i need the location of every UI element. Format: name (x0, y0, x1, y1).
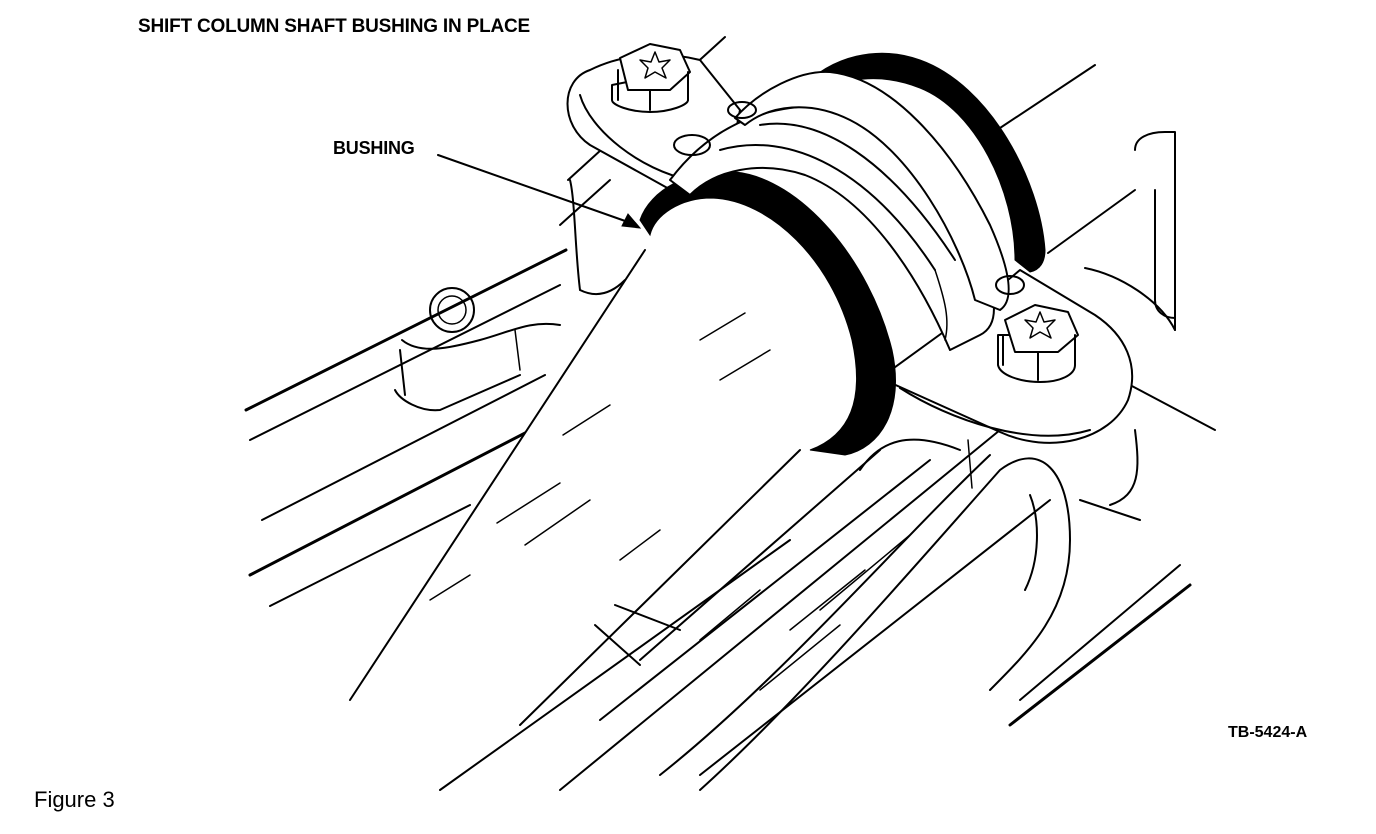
drawing-code: TB-5424-A (1228, 724, 1308, 741)
bushing (639, 52, 1046, 456)
bushing-leader-line (437, 154, 642, 229)
figure-title: SHIFT COLUMN SHAFT BUSHING IN PLACE (138, 16, 530, 37)
cover-channel (519, 429, 1071, 791)
bushing-callout-label: BUSHING (333, 138, 415, 158)
shift-column-shaft (349, 218, 878, 791)
figure-caption: Figure 3 (34, 787, 115, 812)
housing-boss (394, 179, 626, 412)
clamp-cap (669, 70, 1010, 351)
lower-bolt (995, 275, 1079, 383)
upper-bolt (611, 43, 757, 156)
